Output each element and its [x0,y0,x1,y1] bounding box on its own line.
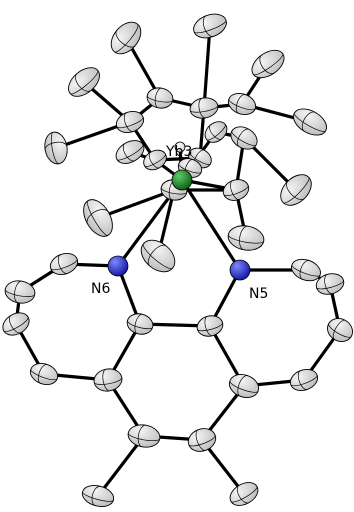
carbon-atom-m8 [115,140,145,164]
bond-yb-n5 [180,178,242,272]
carbon-atom-m6 [293,108,327,136]
carbon-atom-p1 [83,199,113,237]
carbon-atom-s3 [230,126,258,150]
carbon-atom-m2 [110,21,142,55]
bond-ck-cm [96,434,146,498]
carbon-atom-ck [127,424,161,448]
carbon-atom-r2 [146,87,174,109]
carbon-atom-cn [229,482,259,506]
carbon-atom-r1 [115,111,145,133]
carbon-atom-m4 [251,49,285,79]
carbon-atom-ch [327,318,353,342]
label-yb3: Yb3 [165,144,192,160]
carbon-atom-ci [315,273,345,295]
carbon-atom-m5 [227,93,257,115]
carbon-atom-cd [29,363,59,385]
carbon-atom-p2 [140,239,176,273]
carbon-atom-p4 [280,174,312,206]
carbon-atom-cg [289,369,319,391]
bond-s1-p1 [96,188,176,220]
atom-layer [2,13,353,507]
label-n5: N5 [249,286,268,302]
carbon-atom-cj [291,258,321,282]
carbon-atom-cm [81,485,115,507]
carbon-atom-cc [2,312,30,336]
carbon-atom-r3 [189,97,219,119]
bond-r3-m3 [202,24,212,110]
carbon-atom-p3 [227,225,265,251]
carbon-atom-c6a [126,313,154,335]
carbon-atom-cl [187,428,217,452]
carbon-atom-ca [49,253,79,275]
nitrogen-atom-n5 [229,259,251,281]
nitrogen-atom-n6 [107,255,129,277]
carbon-atom-s4 [204,121,228,143]
carbon-atom-m3 [193,13,227,39]
carbon-atom-cb [4,280,36,304]
carbon-atom-r5 [143,149,167,171]
carbon-atom-c5b [228,374,260,398]
label-n6: N6 [91,281,110,297]
carbon-atom-c5a [196,315,224,337]
carbon-atom-c6b [93,368,123,392]
carbon-atom-m1 [68,67,100,97]
carbon-atom-m7 [44,131,68,165]
hydrogen-atom [174,141,186,153]
ytterbium-atom-yb3 [171,169,193,191]
carbon-atom-s2 [222,179,250,201]
